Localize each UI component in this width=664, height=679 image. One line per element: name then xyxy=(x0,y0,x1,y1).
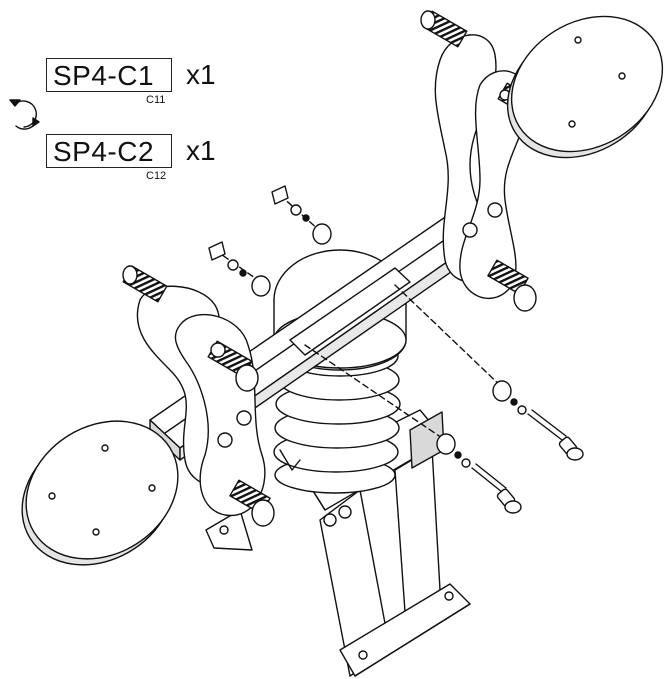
right-handle-assembly xyxy=(420,10,555,312)
hardware-cap-2 xyxy=(208,241,271,297)
part-qty-2: x1 xyxy=(186,135,216,166)
right-seat xyxy=(506,15,664,159)
part-label-1: SP4-C1 xyxy=(53,60,155,91)
part-qty-1: x1 xyxy=(186,59,216,90)
hardware-bolt-2 xyxy=(436,433,522,514)
part-label-box-1: SP4-C1 xyxy=(46,58,172,92)
left-seat xyxy=(21,420,179,566)
part-code-1: C11 xyxy=(146,94,166,106)
part-label-2: SP4-C2 xyxy=(53,136,155,167)
left-handle-assembly xyxy=(122,265,275,527)
part-label-box-2: SP4-C2 xyxy=(46,134,172,168)
rotate-arrows-icon xyxy=(9,99,40,130)
part-code-2: C12 xyxy=(146,170,167,182)
base-frame xyxy=(205,409,471,677)
hardware-cap-1 xyxy=(271,185,332,245)
hardware-bolt-1 xyxy=(492,380,584,461)
